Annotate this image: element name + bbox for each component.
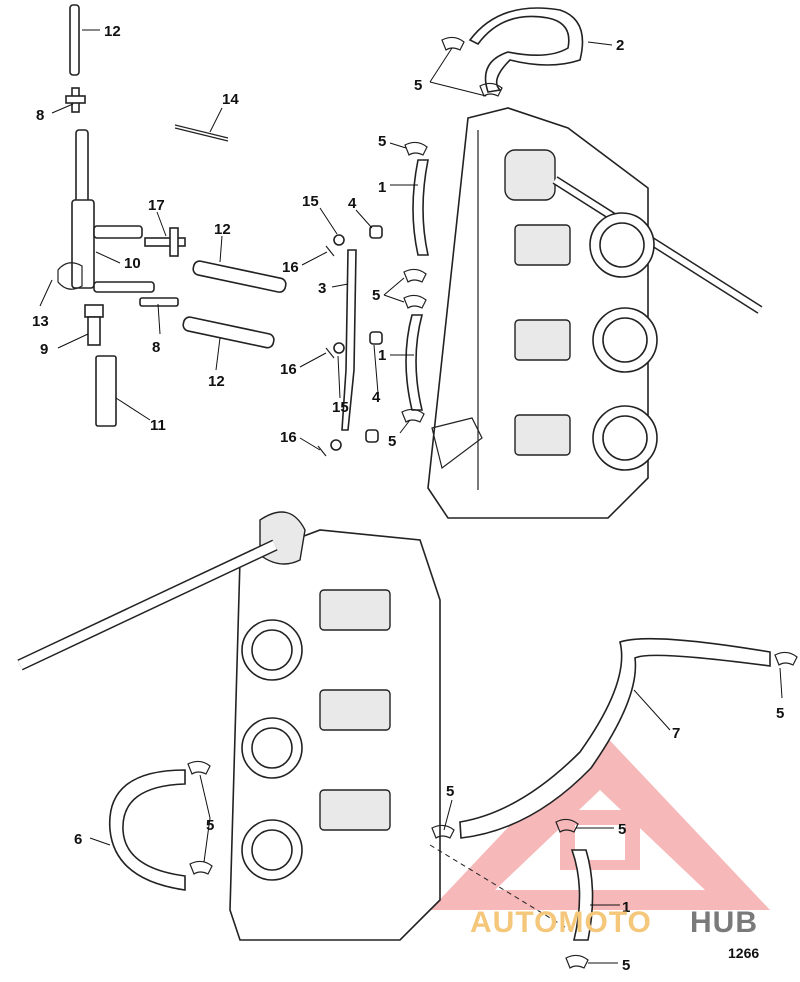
- callout: 12: [214, 221, 231, 238]
- callout-labels: 12 8 14 17 12 10 13 9 8 12 11 15 4 16 3 …: [32, 23, 784, 974]
- callout: 5: [414, 77, 422, 94]
- callout: 6: [74, 831, 82, 848]
- callout: 16: [280, 429, 297, 446]
- callout: 5: [372, 287, 380, 304]
- watermark-part1: AUTOMOTO: [470, 906, 652, 939]
- watermark-part2: HUB: [690, 906, 758, 939]
- lower-carburetor-block: [17, 511, 441, 941]
- callout: 5: [388, 433, 396, 450]
- watermark-text: AUTOMOTO HUB: [470, 906, 758, 939]
- callout: 12: [104, 23, 121, 40]
- callout: 1: [378, 179, 386, 196]
- callout: 5: [206, 817, 214, 834]
- callout: 5: [618, 821, 626, 838]
- callout: 13: [32, 313, 49, 330]
- callout: 4: [348, 195, 357, 212]
- callout: 14: [222, 91, 239, 108]
- callout: 7: [672, 725, 680, 742]
- callout: 5: [446, 783, 454, 800]
- callout: 8: [36, 107, 44, 124]
- callout: 1: [622, 899, 630, 916]
- callout: 9: [40, 341, 48, 358]
- callout: 15: [302, 193, 319, 210]
- hoses-upper: [401, 7, 584, 423]
- callout: 5: [776, 705, 784, 722]
- callout: 4: [372, 389, 381, 406]
- callout: 11: [150, 417, 166, 434]
- callout: 16: [280, 361, 297, 378]
- callout: 8: [152, 339, 160, 356]
- leader-lines: [39, 29, 783, 964]
- callout: 3: [318, 280, 326, 297]
- callout: 12: [208, 373, 225, 390]
- fitting-assembly: [57, 4, 287, 427]
- callout: 1: [378, 347, 386, 364]
- callout: 2: [616, 37, 624, 54]
- callout: 15: [332, 399, 349, 416]
- callout: 17: [148, 197, 165, 214]
- hoses-lower: [429, 637, 798, 969]
- callout: 5: [622, 957, 630, 974]
- linkage-parts: [317, 225, 383, 457]
- callout: 16: [282, 259, 299, 276]
- callout: 10: [124, 255, 141, 272]
- upper-carburetor-block: [427, 107, 763, 519]
- callout: 5: [378, 133, 386, 150]
- figure-number: 1266: [728, 945, 759, 961]
